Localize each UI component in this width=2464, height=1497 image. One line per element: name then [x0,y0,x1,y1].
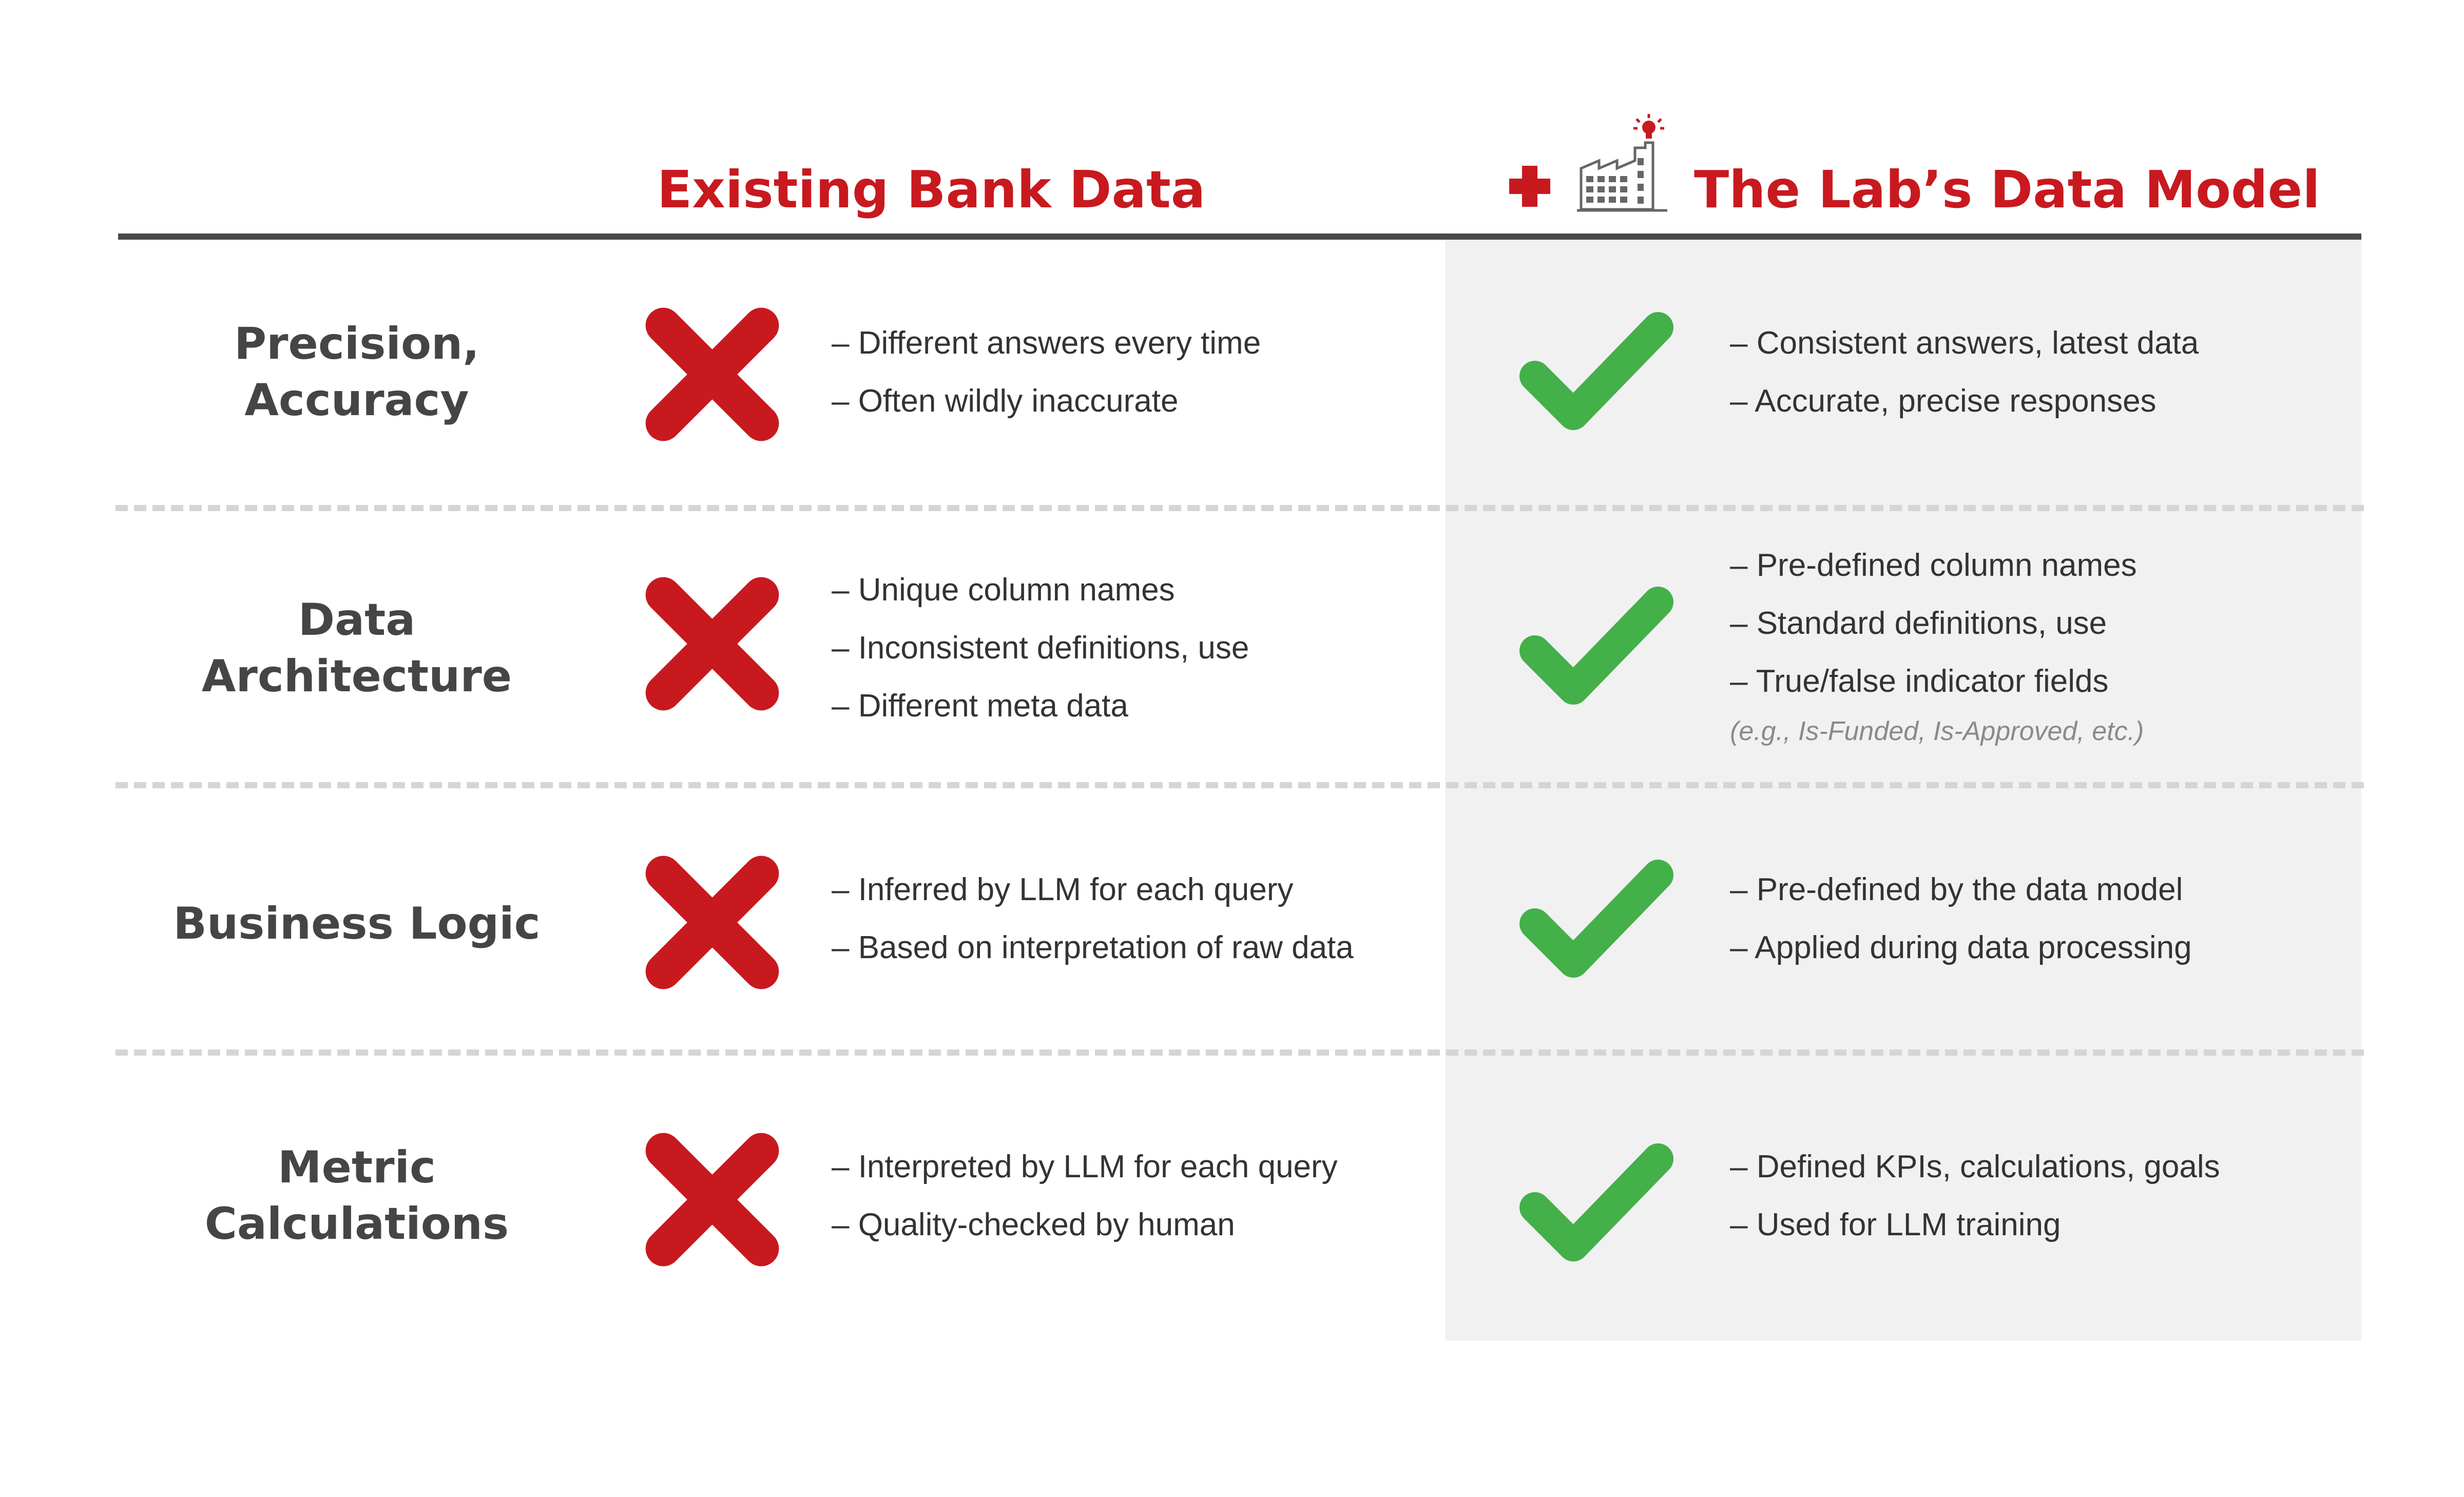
existing-bullets: – Different answers every time – Often w… [832,314,1437,430]
check-icon [1519,1143,1673,1261]
cross-icon [645,1133,779,1267]
bullet-item: – Based on interpretation of raw data [832,930,1354,965]
bullet-item: – Unique column names [832,572,1175,608]
indicator-fields-note: (e.g., Is-Funded, Is-Approved, etc.) [1730,716,2144,746]
bullet-item: – Defined KPIs, calculations, goals [1730,1149,2220,1184]
row-label-line: Metric [278,1142,436,1193]
row-label-line: Accuracy [244,375,469,426]
row-label-line: Calculations [204,1198,509,1250]
existing-bank-data-header: Existing Bank Data [657,160,1206,220]
model-bullets: – Consistent answers, latest data – Accu… [1730,314,2351,430]
bullet-item: – True/false indicator fields [1730,664,2109,699]
bullet-item: – Used for LLM training [1730,1207,2061,1242]
bullet-item: – Pre-defined column names [1730,548,2137,583]
bullet-item: – Standard definitions, use [1730,606,2107,641]
existing-bullets: – Interpreted by LLM for each query – Qu… [832,1138,1437,1254]
bullet-item: – Accurate, precise responses [1730,383,2157,419]
bullet-item: – Inferred by LLM for each query [832,872,1294,907]
cross-icon [645,856,779,989]
bullet-item: – Quality-checked by human [832,1207,1235,1242]
existing-bullets: – Unique column names – Inconsistent def… [832,561,1437,735]
model-bullets: – Defined KPIs, calculations, goals – Us… [1730,1138,2351,1254]
plus-icon [1509,166,1550,207]
model-bullets: – Pre-defined by the data model – Applie… [1730,861,2351,977]
check-icon [1519,312,1673,430]
bullet-item: – Interpreted by LLM for each query [832,1149,1338,1184]
check-icon [1519,860,1673,978]
model-bullets: – Pre-defined column names – Standard de… [1730,536,2351,710]
row-label-metric-calculations: Metric Calculations [100,1139,613,1252]
row-divider [116,782,2364,788]
bullet-item: – Inconsistent definitions, use [832,630,1249,666]
lab-data-model-header: The Lab’s Data Model [1694,160,2320,220]
bullet-item: – Often wildly inaccurate [832,383,1179,419]
row-label-line: Data [298,594,416,646]
bullet-item: – Pre-defined by the data model [1730,872,2183,907]
row-label-precision-accuracy: Precision, Accuracy [100,316,613,429]
factory-lightbulb-icon [1577,114,1667,212]
row-label-line: Precision, [234,318,479,370]
row-label-line: Business Logic [173,898,541,949]
row-label-data-architecture: Data Architecture [100,592,613,705]
row-divider [116,1049,2364,1056]
bullet-item: – Applied during data processing [1730,930,2192,965]
data-model-panel [1445,240,2361,1340]
existing-bullets: – Inferred by LLM for each query – Based… [832,861,1437,977]
row-label-business-logic: Business Logic [100,896,613,952]
check-icon [1519,587,1673,705]
cross-icon [645,307,779,441]
bullet-item: – Different answers every time [832,325,1261,361]
row-label-line: Architecture [201,651,512,702]
row-divider [116,505,2364,511]
bullet-item: – Different meta data [832,688,1128,724]
bullet-item: – Consistent answers, latest data [1730,325,2199,361]
header-rule [118,234,2361,240]
cross-icon [645,577,779,711]
